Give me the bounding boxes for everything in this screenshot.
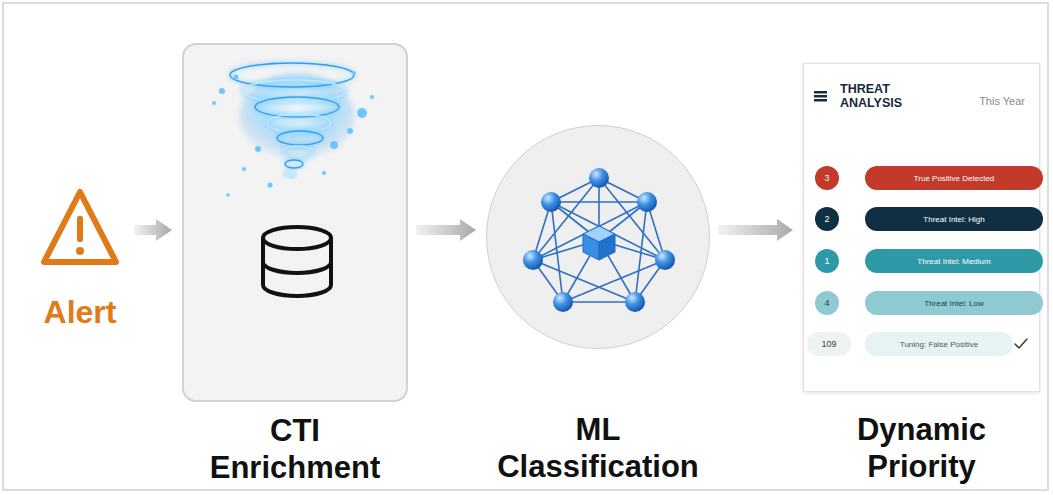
card-period: This Year	[979, 95, 1025, 107]
priority-row: 109Tuning: False Positive	[865, 332, 1013, 356]
network-illustration	[487, 126, 711, 350]
flow-arrow	[416, 219, 476, 241]
step-heading: CTI Enrichment	[210, 412, 381, 486]
priority-row: 4Threat Intel: Low	[865, 291, 1043, 315]
alert-node: Alert	[34, 182, 126, 342]
count-badge: 109	[807, 332, 851, 356]
priority-label: Threat Intel: Low	[865, 291, 1043, 315]
priority-label: Threat Intel: High	[865, 207, 1043, 231]
alert-label: Alert	[44, 294, 117, 331]
priority-row: 1Threat Intel: Medium	[865, 249, 1043, 273]
cti-illustration	[184, 45, 410, 404]
priority-label: Tuning: False Positive	[865, 332, 1013, 356]
count-badge: 2	[815, 207, 839, 231]
priority-label: True Positive Detected	[865, 166, 1043, 190]
count-badge: 3	[815, 166, 839, 190]
card-title: THREAT ANALYSIS	[840, 82, 920, 110]
priority-label: Threat Intel: Medium	[865, 249, 1043, 273]
warning-icon	[34, 182, 126, 282]
step-heading: Dynamic Priority	[857, 411, 986, 485]
flow-arrow	[134, 219, 172, 241]
process-circle: ML Classification	[486, 125, 710, 349]
count-badge: 1	[815, 249, 839, 273]
count-badge: 4	[815, 291, 839, 315]
dashboard-card: Dynamic PriorityTHREAT ANALYSISThis Year…	[803, 63, 1040, 392]
process-box: CTI Enrichment	[182, 43, 408, 402]
step-heading: ML Classification	[497, 411, 699, 485]
priority-row: 2Threat Intel: High	[865, 207, 1043, 231]
priority-row: 3True Positive Detected	[865, 166, 1043, 190]
flow-arrow	[718, 219, 793, 241]
